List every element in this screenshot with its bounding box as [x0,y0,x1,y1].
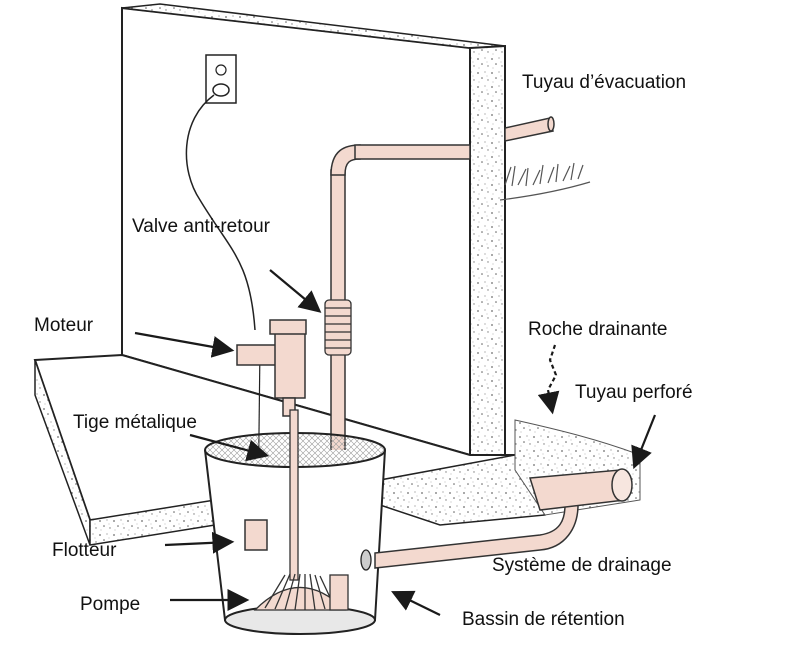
electrical-outlet [205,54,237,104]
label-drain-rock: Roche drainante [528,319,668,340]
label-check-valve: Valve anti-retour [132,216,270,237]
check-valve [324,299,352,356]
float [244,519,268,551]
label-motor: Moteur [34,315,94,336]
pump [253,573,349,611]
grass-tufts [499,162,591,201]
motor [236,319,307,417]
wall-side [469,44,506,472]
label-retention-basin: Bassin de rétention [462,609,625,630]
drainage-system-pipe [374,468,633,569]
leader-arrows [134,269,657,616]
label-metal-rod: Tige métalique [73,412,197,433]
metal-rod [289,409,299,581]
label-float: Flotteur [52,540,117,561]
label-discharge-pipe: Tuyau d’évacuation [522,72,687,93]
label-perforated-pipe: Tuyau perforé [575,382,693,403]
drain-rock-arrow [537,344,560,415]
label-pump: Pompe [80,594,141,615]
label-drainage-system: Système de drainage [492,555,672,576]
power-cord [185,94,256,331]
